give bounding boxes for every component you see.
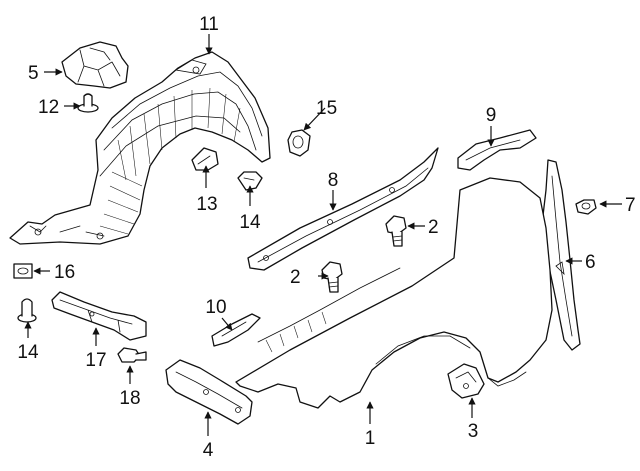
callout-6: 6 [585,252,596,273]
screw-7-part [575,199,597,215]
seal-plate-part [211,313,261,347]
callout-12: 12 [38,97,59,118]
front-fender-part [235,177,553,409]
fender-rail-part [247,147,439,271]
callout-2-lower: 2 [290,267,301,288]
callout-2-upper: 2 [428,217,439,238]
leader-lines [24,34,622,436]
support-bracket-part [51,291,147,341]
callout-16: 16 [54,262,75,283]
callout-8: 8 [328,170,339,191]
insulator-part [61,41,129,89]
retainer-14-upper-part [237,171,263,191]
callout-9: 9 [486,105,497,126]
retainer-14-lower-part [17,298,37,323]
bolt-18-part [117,347,147,363]
callout-18: 18 [119,388,140,409]
callout-3: 3 [468,421,479,442]
callout-15: 15 [316,98,337,119]
callout-13: 13 [196,194,217,215]
upper-bracket-9-part [457,129,537,171]
callout-5: 5 [28,63,39,84]
grommet-part [287,129,311,157]
fender-liner-part [9,51,271,245]
square-nut-part [13,263,33,279]
callout-7: 7 [625,195,636,216]
callout-labels: 11 5 12 15 9 13 14 8 2 7 2 6 16 14 10 17… [17,14,635,461]
bracket-3-part [447,363,485,399]
callout-4: 4 [203,440,214,461]
callout-17: 17 [85,350,106,371]
callout-1: 1 [365,428,376,449]
bracket-13-part [191,147,219,171]
bolt-2-lower-part [321,261,343,293]
callout-14-lower: 14 [17,342,39,363]
clip-12-part [77,93,99,113]
bolt-2-upper-part [385,215,407,247]
callout-10: 10 [205,297,226,318]
lower-bracket-part [165,359,253,425]
callout-11: 11 [199,14,219,35]
callout-14-upper: 14 [239,212,261,233]
